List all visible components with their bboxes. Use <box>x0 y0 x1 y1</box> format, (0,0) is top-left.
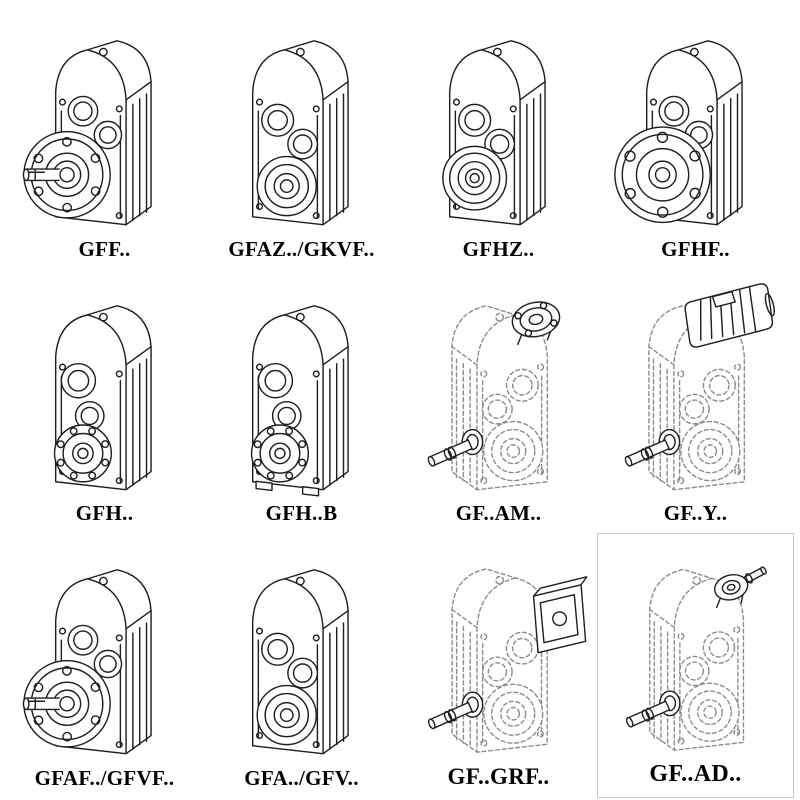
catalog-cell-gf-grf: GF..GRF.. <box>400 533 597 798</box>
catalog-cell-gf-y: GF..Y.. <box>597 269 794 534</box>
model-label: GF..AD.. <box>649 761 742 788</box>
gearbox-output-flange-with-shaft-icon <box>22 40 152 226</box>
catalog-cell-gfaf-gfvf: GFAF../GFVF.. <box>6 533 203 798</box>
model-label: GF..GRF.. <box>447 763 550 789</box>
gearbox-input-shaft-adapter-icon <box>625 566 767 752</box>
model-label: GFHF.. <box>661 236 730 261</box>
gearbox-catalog-grid: GFF.. GFAZ../GKVF.. GFHZ.. GFHF.. GFH.. … <box>6 4 794 798</box>
model-label: GF..AM.. <box>455 501 542 526</box>
catalog-cell-gfh: GFH.. <box>6 269 203 534</box>
model-label: GFF.. <box>78 236 131 261</box>
model-label: GFAZ../GKVF.. <box>228 236 375 261</box>
catalog-cell-gfa-gfv: GFA../GFV.. <box>203 533 400 798</box>
catalog-cell-gff: GFF.. <box>6 4 203 269</box>
gearbox-with-mounted-motor-icon <box>624 282 775 491</box>
catalog-cell-gf-am: GF..AM.. <box>400 269 597 534</box>
catalog-cell-gfhz: GFHZ.. <box>400 4 597 269</box>
gearbox-hollow-output-shaft-icon <box>251 40 349 226</box>
gearbox-output-flange-with-shaft-icon <box>22 569 152 755</box>
model-label: GFH.. <box>75 501 134 526</box>
gearbox-hollow-output-shaft-icon <box>251 569 349 755</box>
gearbox-shrink-disc-hollow-shaft-icon <box>442 40 546 226</box>
gearbox-hollow-shaft-foot-mount-icon <box>250 304 349 497</box>
gearbox-large-output-flange-icon <box>614 40 743 226</box>
gearbox-motor-adapter-flange-icon <box>427 300 561 491</box>
gearbox-grf-input-housing-icon <box>427 568 588 754</box>
model-label: GFHZ.. <box>462 236 535 261</box>
catalog-cell-gfh-b: GFH..B <box>203 269 400 534</box>
catalog-cell-gfaz-gkvf: GFAZ../GKVF.. <box>203 4 400 269</box>
gearbox-hollow-shaft-bearing-icon <box>53 304 152 491</box>
catalog-cell-gfhf: GFHF.. <box>597 4 794 269</box>
model-label: GFH..B <box>265 501 338 526</box>
model-label: GFA../GFV.. <box>244 765 359 790</box>
model-label: GFAF../GFVF.. <box>34 765 175 790</box>
model-label: GF..Y.. <box>663 501 728 526</box>
catalog-cell-gf-ad: GF..AD.. <box>597 533 794 798</box>
